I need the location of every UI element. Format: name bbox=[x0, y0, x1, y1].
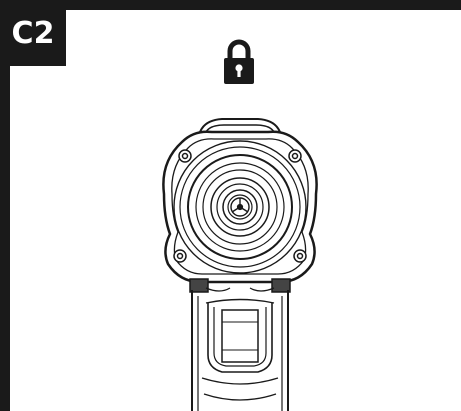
top-bumper bbox=[199, 118, 281, 133]
front-rings bbox=[173, 140, 307, 274]
figure-label-badge: C2 bbox=[0, 0, 66, 66]
figure-label: C2 bbox=[11, 15, 55, 51]
housing-screws bbox=[173, 149, 307, 263]
frame-left-border bbox=[0, 0, 10, 411]
chuck-center bbox=[230, 197, 250, 217]
impact-driver-illustration bbox=[162, 118, 318, 411]
handle bbox=[191, 290, 289, 411]
frame-top-border bbox=[0, 0, 461, 10]
lock-icon bbox=[224, 39, 254, 84]
side-latches bbox=[189, 278, 291, 293]
